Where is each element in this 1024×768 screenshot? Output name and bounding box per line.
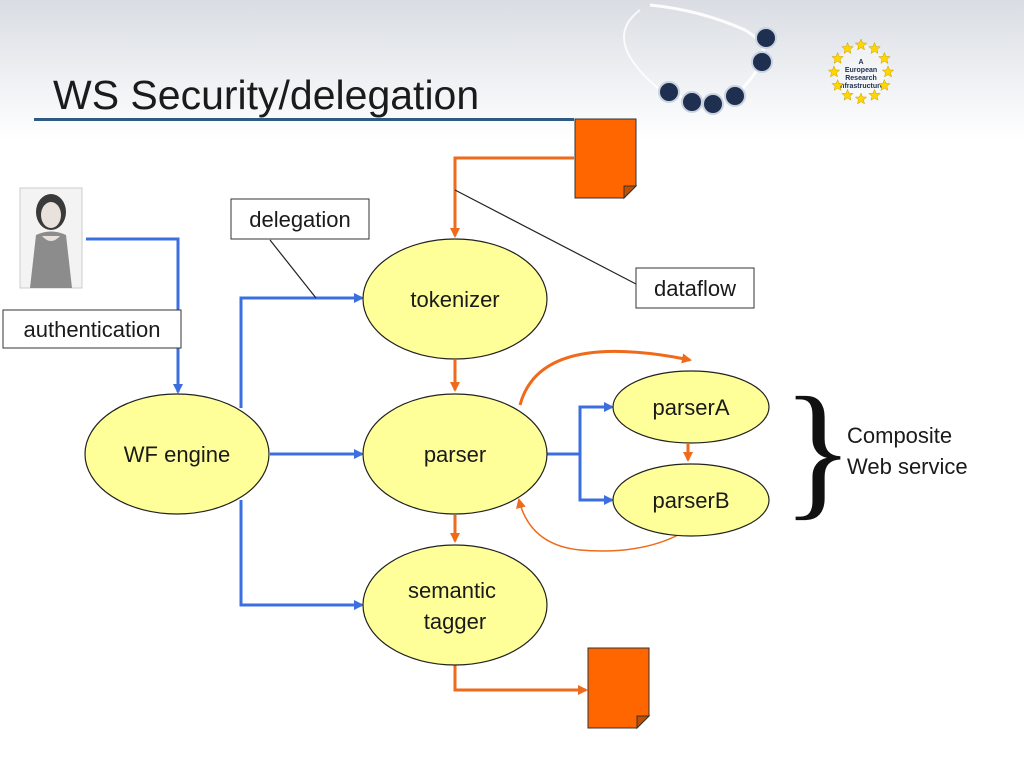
delegation-label-box: delegation [230, 198, 370, 240]
node-semantic-tagger: semantic tagger [362, 544, 548, 666]
header-background [0, 0, 1024, 140]
input-document-icon [574, 118, 638, 200]
logo-star [854, 38, 868, 51]
parser-to-parsera-curve [518, 349, 692, 406]
delegation-arrow-tokenizer [239, 293, 364, 408]
bead [751, 51, 773, 73]
logo-line-4: Infrastructure [838, 83, 884, 90]
output-document-icon [587, 647, 651, 730]
bead [755, 27, 777, 49]
logo-star [868, 88, 881, 101]
logo-star [841, 41, 854, 55]
parser-a-label: parserA [652, 395, 729, 420]
title-underline [34, 118, 574, 121]
delegation-arrow-semantic [239, 500, 364, 610]
logo-star [831, 78, 844, 91]
user-figure [19, 187, 83, 289]
output-dataflow-arrow [453, 665, 588, 695]
dataflow-callout-line [454, 189, 637, 285]
parser-label: parser [424, 442, 486, 467]
node-parser-b: parserB [612, 463, 770, 537]
authentication-label-box: authentication [2, 309, 182, 349]
delegation-callout-line [269, 239, 317, 299]
logo-star [854, 92, 868, 105]
logo-star [841, 88, 854, 101]
bead [724, 85, 746, 107]
composite-label-line2: Web service [847, 454, 968, 479]
logo-line-3: Research [845, 75, 877, 82]
logo-star [827, 65, 841, 78]
composite-label-line1: Composite [847, 423, 952, 448]
slide-title: WS Security/delegation [53, 72, 480, 118]
node-parser: parser [362, 393, 548, 515]
wf-engine-label: WF engine [124, 442, 230, 467]
logo-line-2: European [845, 67, 877, 74]
parserb-return-curve [516, 498, 681, 552]
arrow-to-parserb [578, 454, 614, 505]
bead [702, 93, 724, 115]
logo-star [878, 78, 891, 91]
logo-stars [827, 38, 895, 105]
node-parser-a: parserA [612, 370, 770, 444]
eu-stars-logo: A European Research Infrastructure [827, 38, 895, 105]
composite-brace: } [782, 367, 854, 533]
parser-b-label: parserB [652, 488, 729, 513]
logo-star [878, 51, 891, 64]
semantic-tagger-label-line2: tagger [424, 609, 486, 634]
delegation-label: delegation [249, 207, 351, 232]
bead [681, 91, 703, 113]
network-beads-graphic [623, 3, 777, 115]
tokenizer-label: tokenizer [410, 287, 499, 312]
authentication-label: authentication [24, 317, 161, 342]
input-dataflow-arrow [450, 156, 574, 238]
dataflow-label: dataflow [654, 276, 736, 301]
node-wf-engine: WF engine [84, 393, 270, 515]
dataflow-label-box: dataflow [635, 267, 755, 309]
logo-star [831, 51, 844, 64]
semantic-tagger-label-line1: semantic [408, 578, 496, 603]
logo-star [868, 41, 881, 55]
logo-line-1: A [858, 59, 863, 66]
node-tokenizer: tokenizer [362, 238, 548, 360]
arrow-to-parsera [578, 402, 614, 454]
bead [658, 81, 680, 103]
logo-star [881, 65, 895, 78]
